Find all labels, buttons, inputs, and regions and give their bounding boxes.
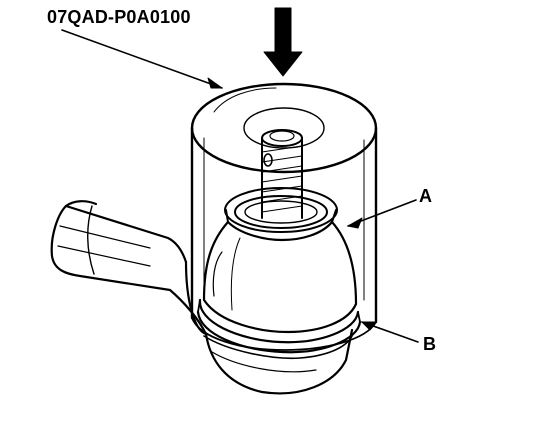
- leader-b-arrowhead: [361, 321, 377, 331]
- down-arrow-icon: [263, 7, 303, 77]
- leader-lines: [61, 29, 419, 343]
- tie-rod-arm: [50, 200, 208, 336]
- special-tool-cylinder: [190, 82, 378, 351]
- leader-a-arrowhead: [347, 217, 363, 229]
- clip-ring-b: [196, 298, 362, 354]
- boot-seal-ring: [224, 187, 338, 233]
- tie-rod-end-housing: [184, 260, 354, 395]
- tool-leader-line: [61, 29, 223, 89]
- special-tool-label: 07QAD-P0A0100: [47, 7, 191, 27]
- tool-leader-arrowhead: [207, 77, 223, 89]
- ball-stud: [261, 129, 303, 219]
- callout-label-b: B: [423, 334, 436, 354]
- dust-boot-a: [202, 220, 358, 334]
- callout-label-a: A: [419, 186, 432, 206]
